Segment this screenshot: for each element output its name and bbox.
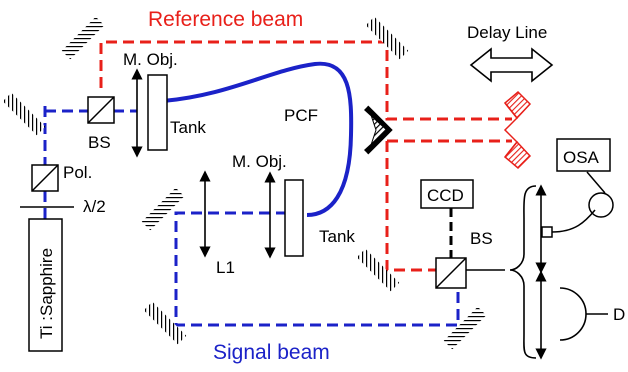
reference-beam-label: Reference beam [148, 8, 303, 31]
beam-splitter-right [435, 257, 467, 289]
mirror-icon [365, 16, 409, 60]
half-wave-label: λ/2 [83, 197, 106, 216]
tank-mid [284, 179, 304, 257]
delay-line-label: Delay Line [467, 23, 547, 42]
pcf-fiber [162, 61, 354, 217]
delay-roof-mirror [364, 105, 393, 155]
osa-box [556, 138, 611, 172]
curly-brace [509, 185, 537, 359]
bs-right-label: BS [470, 229, 493, 248]
ccd-label: CCD [427, 186, 464, 205]
mobj-mid-label: M. Obj. [232, 152, 287, 171]
laser-label: Ti :Sapphire [37, 248, 56, 339]
mirror-icon [61, 16, 105, 60]
delay-retro-mirror [503, 90, 532, 170]
bs-left-label: BS [88, 133, 111, 152]
tank-top-label: Tank [170, 118, 206, 137]
mirror-icon [143, 301, 187, 345]
signal-beam-label: Signal beam [213, 341, 330, 364]
pcf-label: PCF [284, 106, 318, 125]
osa-label: OSA [563, 148, 600, 167]
half-circle-detector-icon [559, 287, 608, 341]
mirror-icon [356, 248, 400, 292]
mobj-top-label: M. Obj. [123, 50, 178, 69]
double-headed-arrow-icon[interactable] [469, 47, 554, 83]
l1-label: L1 [216, 258, 235, 277]
mirror-icon [2, 92, 46, 136]
tank-top [147, 74, 168, 151]
polarizer-label: Pol. [63, 163, 92, 182]
mirror-icon [141, 187, 185, 231]
laser-box [28, 218, 63, 352]
polarizer [31, 164, 59, 192]
detector-label: D [613, 305, 625, 324]
ccd-box [420, 179, 474, 209]
tank-mid-label: Tank [319, 227, 355, 246]
fiber-loop-icon [541, 171, 614, 238]
beam-splitter-left [87, 96, 115, 124]
mirror-icon [443, 306, 487, 350]
